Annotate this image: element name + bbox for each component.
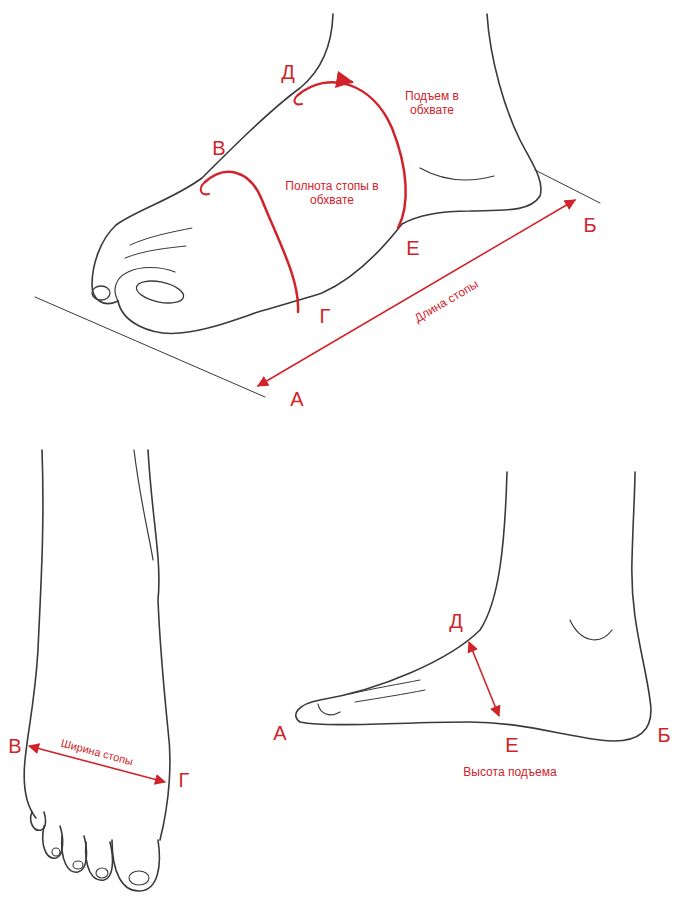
toe	[112, 840, 159, 891]
side-foot	[296, 472, 651, 741]
ankle-line	[420, 168, 494, 180]
toe-nail	[134, 277, 185, 307]
point-letter: Г	[320, 305, 331, 328]
leg-outline	[24, 450, 43, 818]
toe-nail	[129, 871, 149, 885]
toe-nail	[73, 861, 83, 869]
point-letter: В	[8, 735, 21, 758]
point-letter: Д	[281, 61, 295, 84]
instep-girth-ring	[295, 95, 302, 104]
toe	[43, 826, 63, 858]
top-measures	[201, 80, 575, 386]
point-letter: Б	[583, 214, 596, 237]
instep-height-arrow	[469, 642, 499, 716]
point-letter: А	[290, 388, 303, 411]
toe-line	[350, 680, 420, 694]
girth-arrow	[340, 80, 352, 82]
measure-label: Подъем в обхвате	[387, 90, 477, 118]
point-letter: Г	[179, 769, 190, 792]
toe-line	[125, 246, 186, 258]
front-foot	[24, 450, 170, 891]
measure-label: Ширина стопы	[58, 736, 137, 768]
foot-outline	[92, 14, 333, 304]
toe-line	[130, 228, 192, 245]
top-foot	[35, 14, 600, 397]
point-letter: Е	[406, 237, 419, 260]
toe-nail	[92, 286, 110, 300]
ball-girth-ring	[205, 172, 298, 312]
point-letter: А	[273, 722, 286, 745]
ground-line	[535, 170, 600, 203]
point-letter: Д	[449, 610, 463, 633]
length-arrow	[258, 200, 575, 386]
leg-line	[134, 450, 153, 560]
point-letter: Б	[657, 724, 670, 747]
toe-nail	[52, 848, 60, 856]
leg-outline	[148, 450, 170, 840]
toe-line	[115, 268, 175, 302]
toe-nail	[318, 704, 340, 715]
ground-line	[35, 297, 265, 397]
ankle-line	[570, 620, 612, 640]
point-letter: Е	[505, 734, 518, 757]
toe	[86, 842, 113, 880]
measure-label: Длина стопы	[413, 278, 482, 326]
foot-outline	[118, 14, 541, 333]
toe-nail	[96, 868, 108, 878]
toe	[62, 836, 87, 872]
measure-label: Высота подъема	[463, 766, 556, 780]
measure-label: Полнота стопы в обхвате	[277, 180, 387, 208]
foot-outline	[296, 472, 651, 741]
toe-line	[355, 690, 425, 702]
ball-girth-ring	[201, 182, 209, 194]
point-letter: В	[212, 137, 225, 160]
